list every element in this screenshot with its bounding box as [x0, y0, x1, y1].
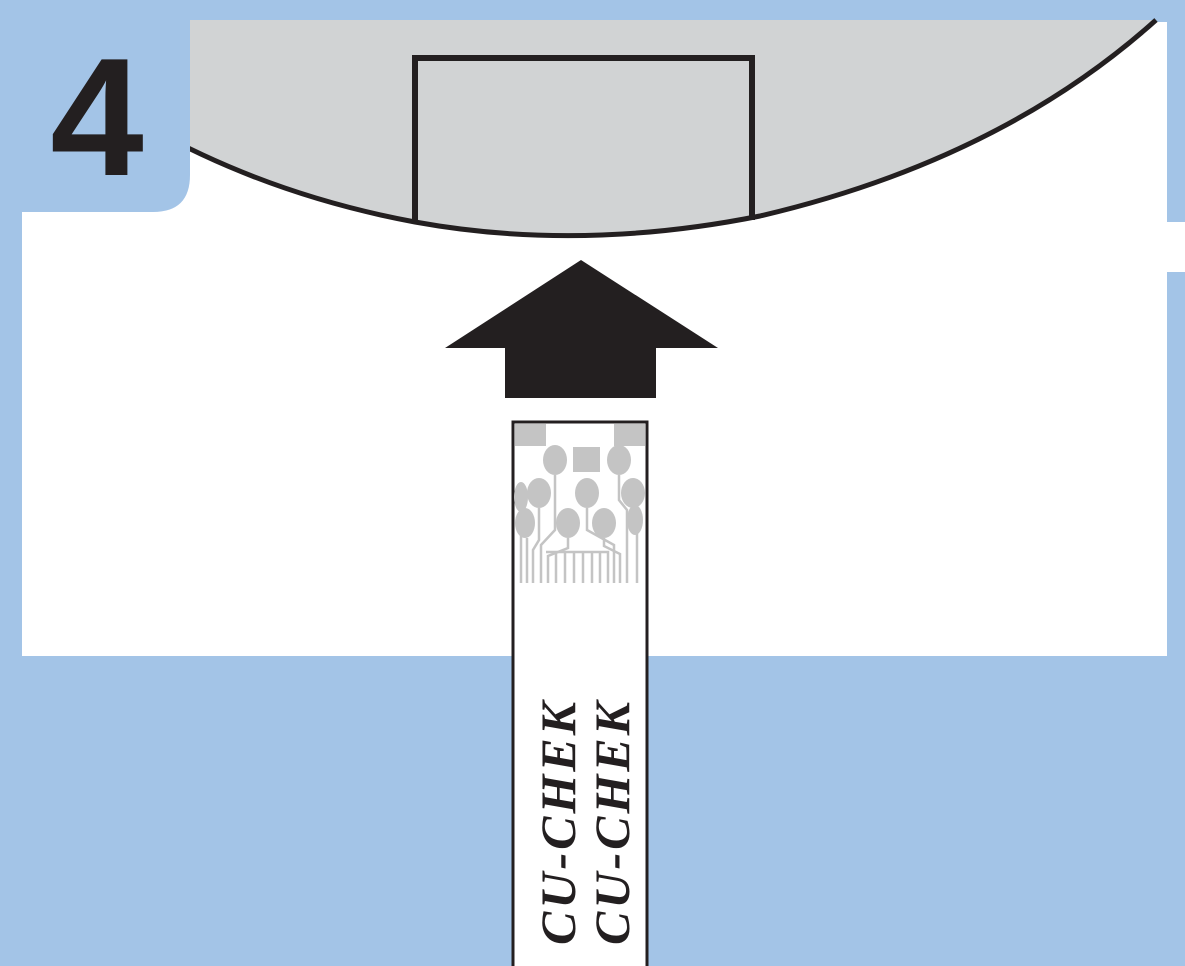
meter-body	[150, 20, 1156, 236]
trace	[539, 475, 557, 583]
trace	[602, 538, 622, 583]
strip-body	[511, 420, 649, 966]
contact-pad	[621, 478, 645, 508]
contact-pad	[627, 505, 643, 535]
arrow-up-icon	[445, 260, 718, 398]
trace	[617, 475, 629, 583]
frame-notch	[1166, 222, 1185, 272]
test-strip-icon: CU-CHEK CU-CHEK	[511, 420, 649, 966]
contact-pad	[515, 508, 535, 538]
trace	[585, 508, 616, 583]
strip-port	[412, 55, 755, 222]
strip-brand-text: CU-CHEK	[584, 698, 640, 945]
contact-pad	[527, 478, 551, 508]
step-number: 4	[50, 23, 143, 211]
trace	[546, 550, 610, 583]
strip-contacts	[514, 424, 645, 538]
meter-outline	[148, 18, 1158, 239]
contact-pad	[607, 445, 631, 475]
strip-traces	[519, 475, 639, 583]
step-badge-background	[0, 0, 190, 212]
contact-pad	[592, 508, 616, 538]
contact-pad	[556, 508, 580, 538]
meter-icon	[148, 18, 1158, 239]
strip-brand-text: CU-CHEK	[530, 698, 586, 945]
contact-pad	[573, 447, 600, 472]
contact-pad	[514, 482, 528, 512]
step-badge: 4	[0, 0, 190, 212]
trace	[631, 508, 639, 583]
contact-pad	[614, 424, 645, 446]
contact-pad	[575, 478, 599, 508]
trace	[531, 508, 541, 583]
contact-pad	[543, 445, 567, 475]
contact-pad	[515, 424, 546, 446]
